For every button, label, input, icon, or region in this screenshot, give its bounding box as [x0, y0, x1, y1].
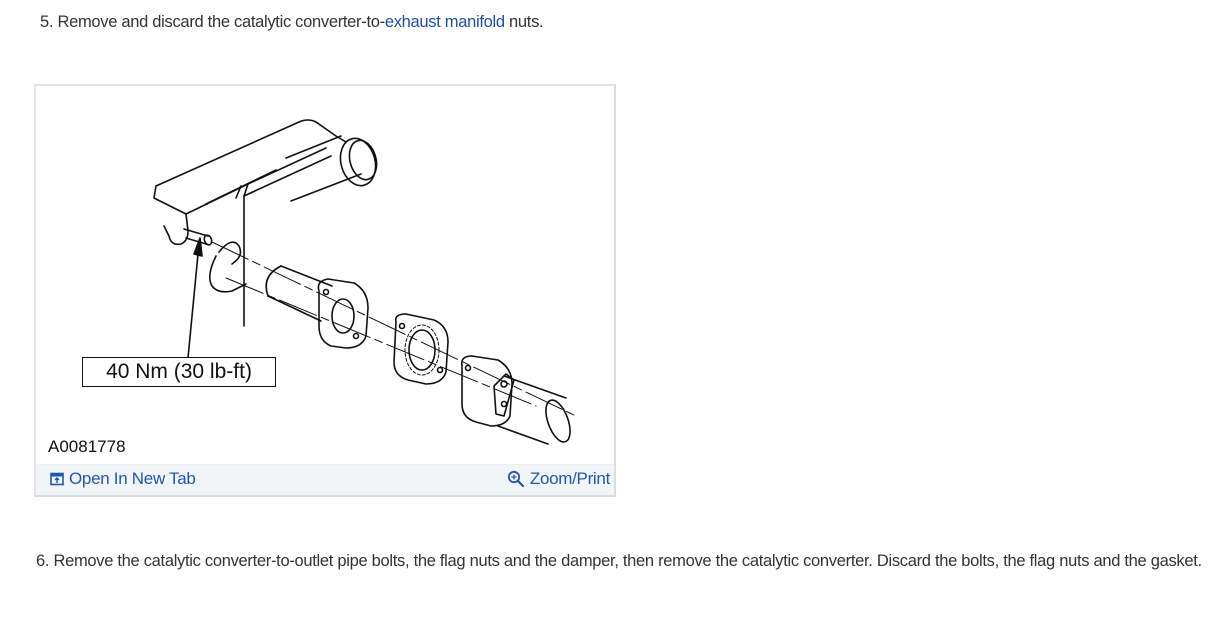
- open-in-new-tab-button[interactable]: Open In New Tab: [50, 469, 196, 489]
- zoom-print-button[interactable]: Zoom/Print: [507, 469, 610, 489]
- open-new-tab-icon: [50, 472, 64, 486]
- exhaust-manifold-link[interactable]: exhaust manifold: [384, 13, 505, 31]
- torque-spec-label: 40 Nm (30 lb-ft): [82, 357, 276, 387]
- step-text: Remove the catalytic converter-to-outlet…: [49, 552, 1202, 570]
- exhaust-assembly-illustration: [153, 119, 577, 445]
- figure-id: A0081778: [48, 437, 126, 456]
- step-number: 6.: [36, 552, 50, 570]
- figure-container: 40 Nm (30 lb-ft) A0081778 Open In New Ta…: [34, 84, 616, 497]
- step-text: Remove and discard the catalytic convert…: [53, 13, 385, 31]
- step-number: 5.: [40, 13, 54, 31]
- step-text: nuts.: [504, 13, 544, 31]
- open-in-new-tab-label: Open In New Tab: [69, 469, 196, 488]
- zoom-print-label: Zoom/Print: [529, 469, 610, 488]
- step-6-instruction: 6. Remove the catalytic converter-to-out…: [36, 549, 1232, 573]
- figure-footer: Open In New Tab Zoom/Print: [36, 464, 614, 495]
- zoom-in-icon: [507, 470, 524, 488]
- step-5-instruction: 5. Remove and discard the catalytic conv…: [40, 10, 544, 34]
